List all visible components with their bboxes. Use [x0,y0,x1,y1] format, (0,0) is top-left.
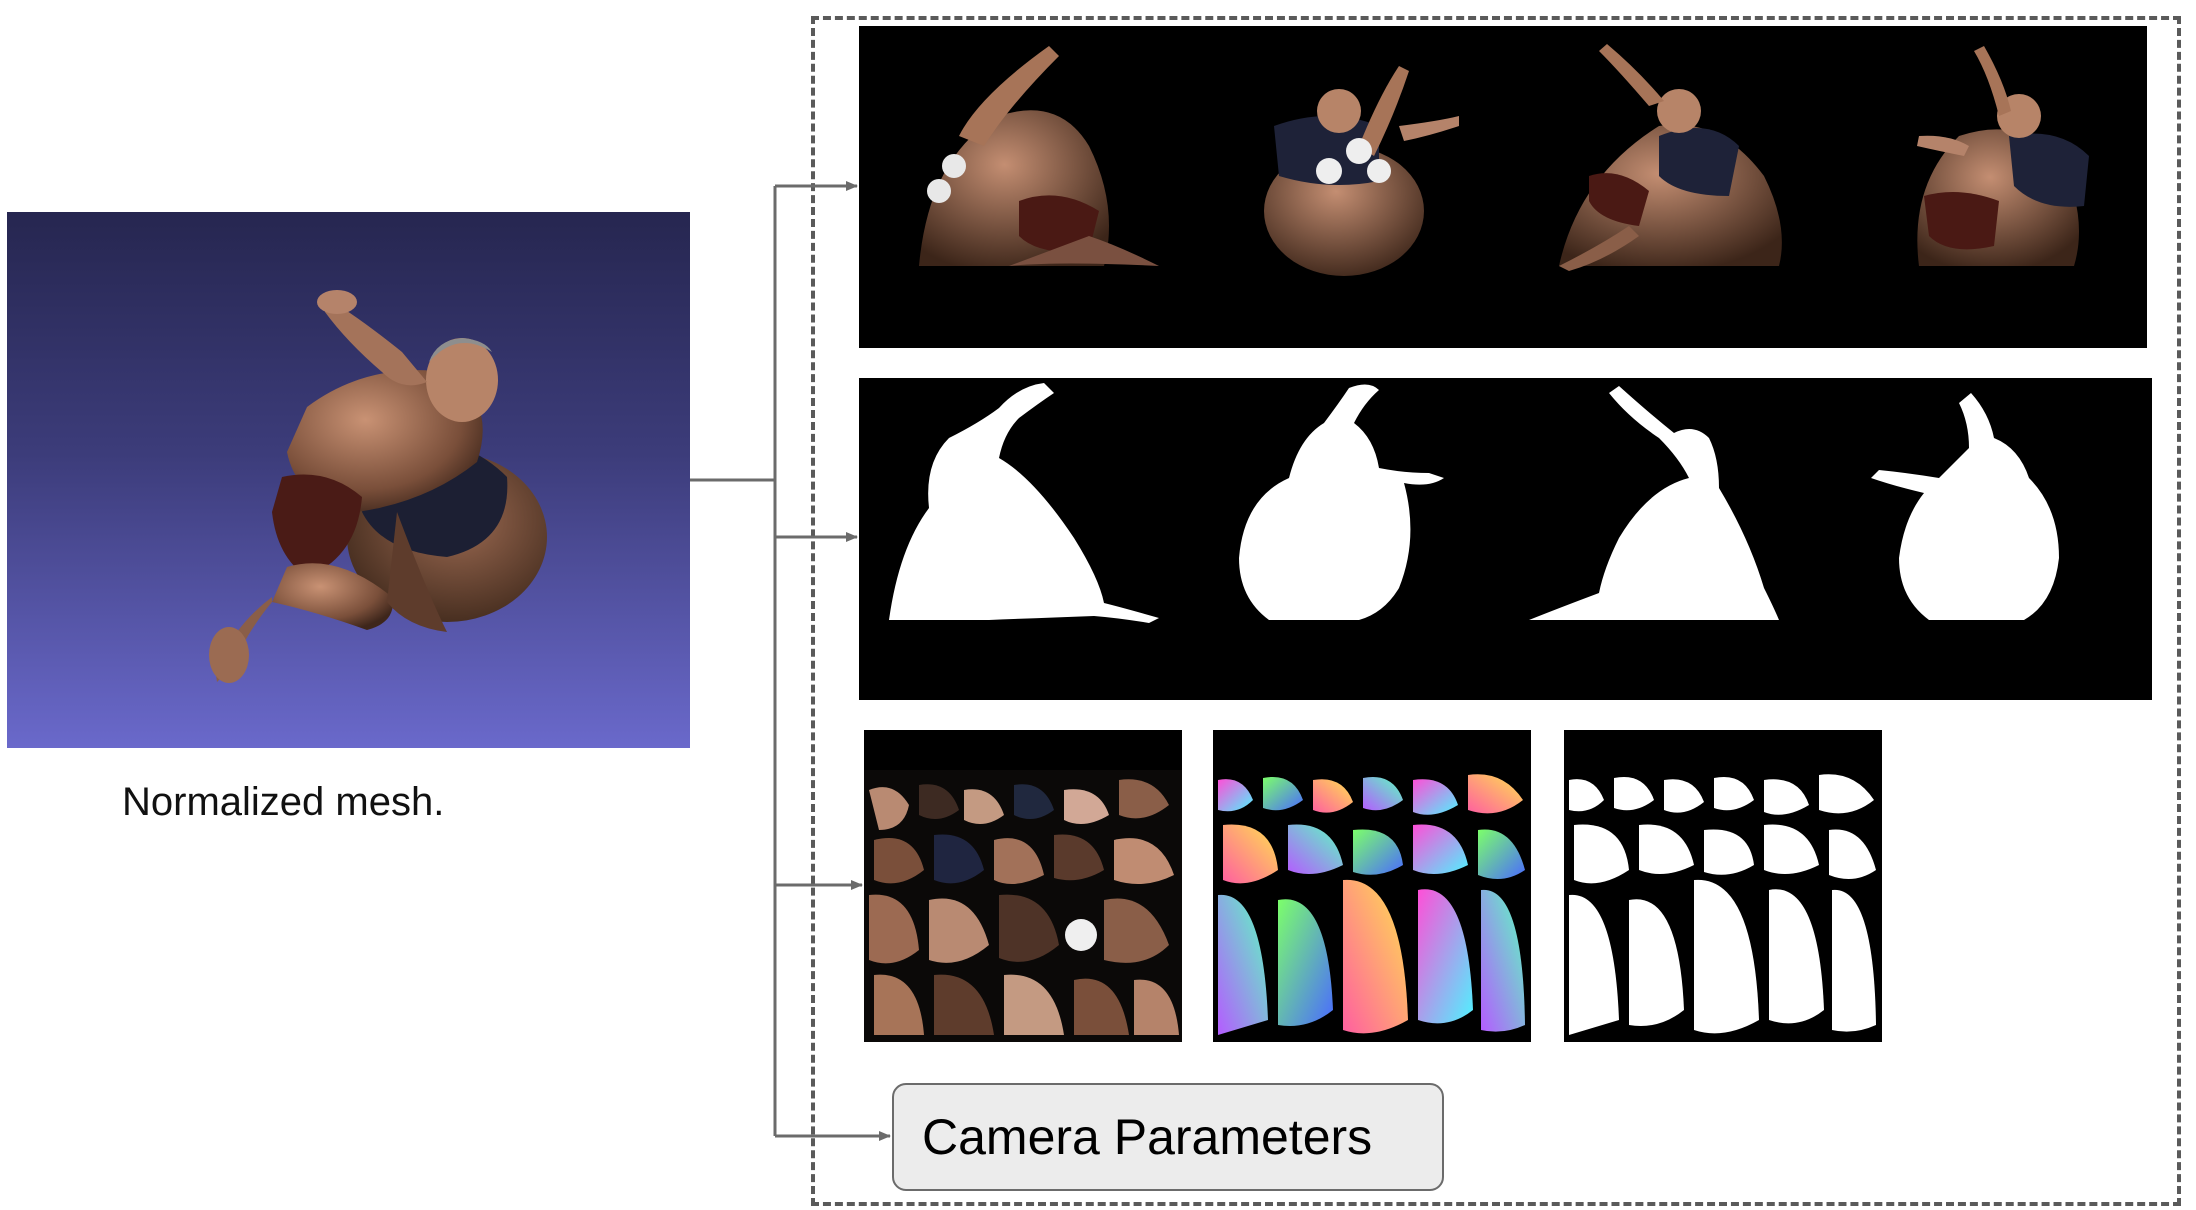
patch-normal-atlas [1213,730,1531,1042]
mask-view-1 [889,383,1159,623]
rgb-view-3 [1559,44,1782,271]
patch-mask-atlas [1564,730,1882,1042]
mask-views-strip [859,378,2152,700]
output-container [811,16,2181,1206]
normalized-mesh-image [7,212,690,748]
mesh-figure-illustration [209,290,547,683]
camera-parameters-box: Camera Parameters [892,1083,1444,1191]
camera-parameters-label: Camera Parameters [922,1109,1373,1165]
patch-rgb-atlas [864,730,1182,1042]
rgb-view-4 [1917,46,2089,266]
mask-view-4 [1871,393,2059,620]
rgb-views-strip [859,26,2147,348]
mask-view-3 [1529,386,1779,620]
mesh-caption: Normalized mesh. [122,780,445,824]
mask-view-2 [1239,384,1444,620]
rgb-view-1 [919,46,1159,267]
rgb-view-2 [1264,66,1459,276]
